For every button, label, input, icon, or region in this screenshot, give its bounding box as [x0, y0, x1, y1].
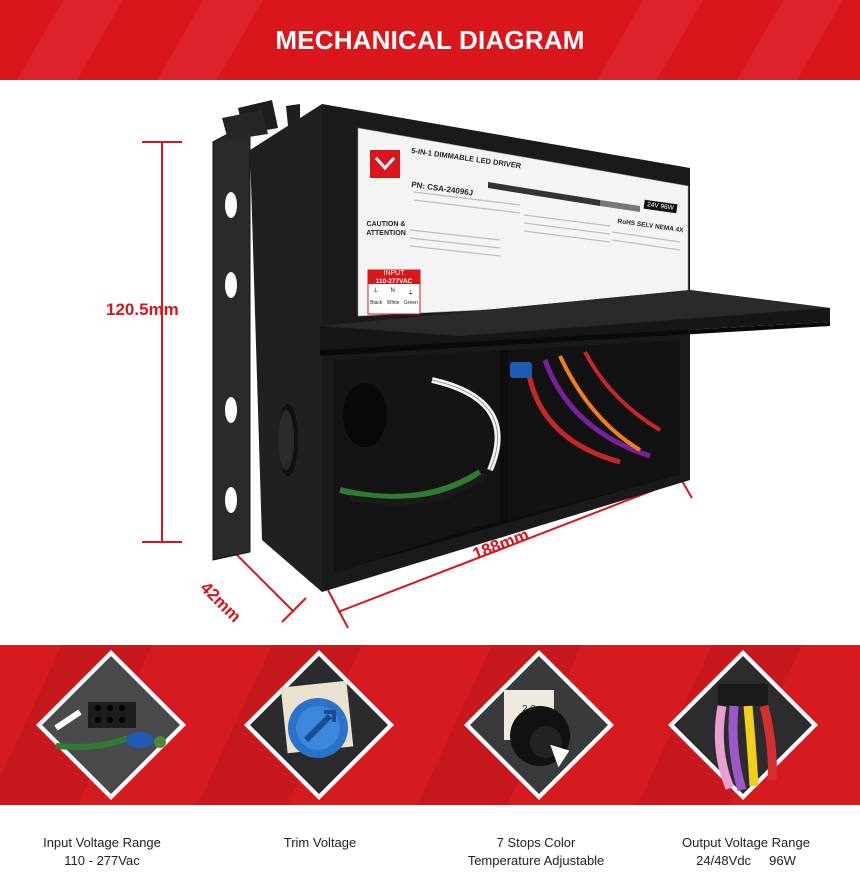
- feature-color-temp-value: Temperature Adjustable: [467, 853, 605, 868]
- height-dimension: 120.5mm: [106, 300, 179, 319]
- input-label: INPUT: [383, 270, 405, 277]
- feature-color-temp: 7 Stops Color Temperature Adjustable: [436, 834, 636, 870]
- input-terminal-closeup: [36, 650, 186, 800]
- feature-input-voltage-value: 110 - 277Vac: [64, 853, 140, 868]
- header-banner: MECHANICAL DIAGRAM: [0, 0, 860, 80]
- feature-trim-voltage: Trim Voltage: [220, 834, 420, 852]
- input-range: 110-277VAC: [375, 278, 413, 285]
- wire-color-green: Green: [403, 300, 418, 306]
- color-temp-switch-closeup: 2 3: [464, 650, 614, 800]
- wire-n: N: [390, 288, 395, 294]
- page-title: MECHANICAL DIAGRAM: [275, 25, 585, 55]
- wire-color-black: Black: [370, 300, 383, 306]
- feature-color-temp-title: 7 Stops Color: [496, 835, 576, 850]
- wire-l: L: [374, 288, 378, 294]
- feature-output-voltage: Output Voltage Range 24/48Vdc 96W: [646, 834, 846, 870]
- feature-trim-voltage-title: Trim Voltage: [283, 835, 357, 850]
- caution-label: CAUTION & ATTENTION: [366, 221, 406, 237]
- feature-output-voltage-title: Output Voltage Range: [682, 835, 810, 850]
- wire-colors: Black White Green: [368, 300, 420, 306]
- trim-potentiometer-closeup: [244, 650, 394, 800]
- wire-color-white: White: [386, 300, 400, 306]
- feature-output-voltage-value: 24/48Vdc 96W: [696, 853, 796, 868]
- ground-icon: ⏚: [407, 291, 414, 297]
- diagram-area: 5-IN-1 DIMMABLE LED DRIVER PN: CSA-24096…: [0, 80, 860, 645]
- feature-input-voltage: Input Voltage Range 110 - 277Vac: [2, 834, 202, 870]
- wire-terminals: L N ⏚: [368, 288, 420, 297]
- led-driver-illustration: [142, 100, 830, 629]
- output-wires-closeup: [668, 650, 818, 800]
- feature-input-voltage-title: Input Voltage Range: [43, 835, 161, 850]
